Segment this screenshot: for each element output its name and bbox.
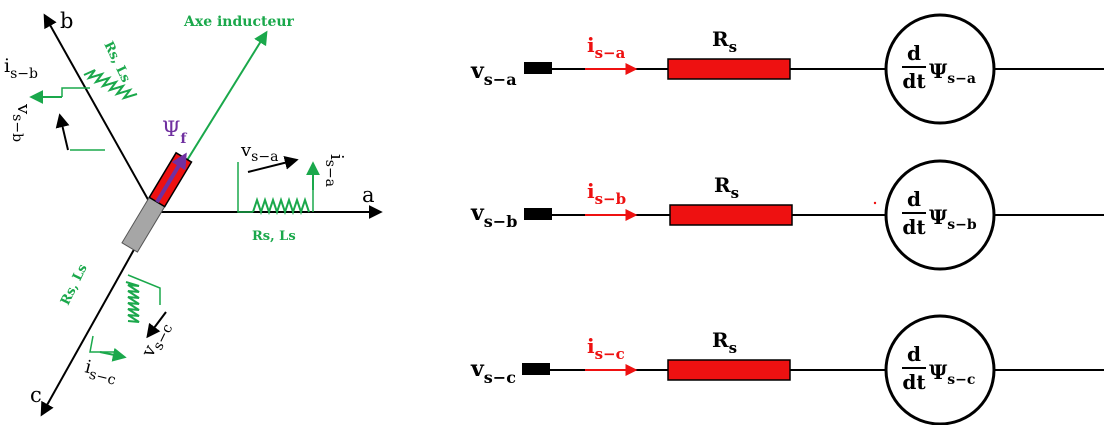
circuit-a-emf-den: dt (902, 69, 926, 93)
stray-dot (873, 201, 877, 205)
phasor-diagram: b a c Axe inducteur Ψf is−b Rs, Ls vs−b … (4, 9, 383, 417)
coil-c-params-label: Rs, Ls (58, 262, 91, 308)
circuit-a-emf-num: d (907, 41, 921, 65)
circuit-c: vs−c is−c Rs d dt Ψs−c (470, 314, 1104, 425)
circuit-c-emf-den: dt (902, 370, 926, 394)
coil-b (29, 69, 138, 151)
coil-c-voltage-arrow (146, 311, 167, 339)
field-axis-label: Axe inducteur (183, 14, 295, 30)
axis-a-label: a (362, 183, 375, 207)
coil-c (89, 274, 167, 362)
coil-c-lower-lead (89, 335, 118, 353)
circuit-c-emf-psi: Ψs−c (929, 360, 975, 388)
circuit-c-current-label: is−c (587, 334, 625, 363)
circuit-c-voltage-label: vs−c (470, 356, 516, 387)
circuit-b-emf-num: d (907, 187, 921, 211)
circuit-a-terminal (524, 62, 552, 74)
axis-b-label: b (60, 9, 73, 33)
axis-b-line (43, 13, 156, 213)
coil-b-winding (83, 69, 138, 100)
rotor-magnet (121, 151, 193, 253)
coil-a-winding (252, 196, 310, 216)
coil-a-left-lead (237, 162, 253, 213)
axis-c-label: c (30, 383, 42, 407)
circuit-c-terminal (522, 363, 550, 375)
circuit-b-voltage-label: vs−b (470, 200, 517, 231)
coil-a-voltage-arrow (247, 155, 299, 173)
circuit-a-voltage-label: vs−a (470, 58, 517, 89)
circuit-b-terminal (524, 208, 552, 220)
circuit-a-current-label: is−a (587, 33, 626, 62)
circuit-b: vs−b is−b Rs d dt Ψs−b (470, 159, 1104, 271)
psi-f-label: Ψf (162, 117, 187, 147)
coil-b-lead (61, 87, 90, 97)
coil-c-current-arrow (99, 347, 127, 362)
circuit-b-resistor (669, 204, 793, 226)
circuit-c-resistor-label: Rs (712, 328, 737, 357)
coil-c-winding (125, 281, 140, 323)
coil-b-voltage-arrow (55, 113, 70, 151)
circuit-a-emf-psi: Ψs−a (929, 59, 976, 87)
coil-b-voltage-label: vs−b (9, 103, 34, 142)
circuit-b-emf-den: dt (902, 215, 926, 239)
circuit-b-current-label: is−b (587, 179, 626, 208)
coil-a (237, 155, 320, 216)
coil-c-current-label: is−c (82, 356, 120, 388)
circuit-c-emf-num: d (907, 342, 921, 366)
circuit-a-resistor-label: Rs (712, 27, 737, 56)
coil-a-current-label: is−a (322, 154, 347, 187)
coil-a-params-label: Rs, Ls (252, 229, 296, 244)
circuit-b-emf-psi: Ψs−b (929, 205, 977, 233)
circuit-a-resistor (667, 58, 791, 80)
coil-a-voltage-label: vs−a (240, 140, 278, 165)
circuit-c-resistor (667, 359, 791, 381)
coil-b-current-label: is−b (4, 55, 38, 82)
circuit-a: vs−a is−a Rs d dt Ψs−a (470, 13, 1104, 125)
circuit-b-resistor-label: Rs (714, 173, 739, 202)
coil-c-right-lead (127, 274, 161, 305)
